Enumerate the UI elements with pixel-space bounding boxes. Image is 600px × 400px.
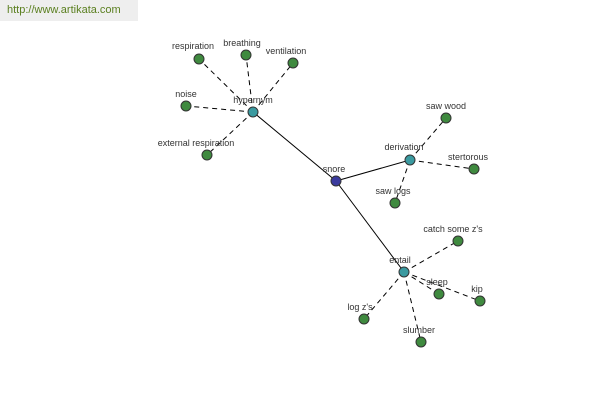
term-breathing-node[interactable] (240, 49, 252, 61)
center-snore-label[interactable]: snore (323, 164, 346, 174)
term-log-zs-node[interactable] (358, 313, 370, 325)
term-saw-logs-label[interactable]: saw logs (375, 186, 411, 196)
edge-hypernym-ventilation (252, 62, 294, 113)
term-respiration-node[interactable] (193, 53, 205, 65)
edge-derivation-stertorous (409, 159, 475, 170)
term-saw-wood-node[interactable] (440, 112, 452, 124)
relation-derivation-label[interactable]: derivation (384, 142, 423, 152)
edge-snore-entail (335, 180, 405, 273)
edge-derivation-saw-wood (409, 117, 447, 161)
term-sleep-node[interactable] (433, 288, 445, 300)
edge-derivation-saw-logs (394, 159, 411, 204)
edge-entail-slumber (403, 271, 422, 343)
term-kip-label[interactable]: kip (471, 284, 483, 294)
edge-hypernym-external-respiration (206, 111, 254, 156)
term-noise-label[interactable]: noise (175, 89, 197, 99)
relation-entail-label[interactable]: entail (389, 255, 411, 265)
term-slumber-node[interactable] (415, 336, 427, 348)
term-ventilation-node[interactable] (287, 57, 299, 69)
term-log-zs-label[interactable]: log z's (347, 302, 373, 312)
term-ventilation-label[interactable]: ventilation (266, 46, 307, 56)
term-noise-node[interactable] (180, 100, 192, 112)
graph-nodes (180, 49, 486, 348)
term-external-respiration-label[interactable]: external respiration (158, 138, 235, 148)
term-sleep-label[interactable]: sleep (426, 277, 448, 287)
relation-hypernym-label[interactable]: hypernym (233, 95, 273, 105)
term-kip-node[interactable] (474, 295, 486, 307)
relation-hypernym-node[interactable] (247, 106, 259, 118)
edge-hypernym-respiration (198, 58, 254, 113)
graph-edges (185, 54, 481, 343)
edge-snore-derivation (335, 159, 411, 182)
edge-entail-log-zs (363, 271, 405, 320)
term-saw-logs-node[interactable] (389, 197, 401, 209)
term-slumber-label[interactable]: slumber (403, 325, 435, 335)
term-breathing-label[interactable]: breathing (223, 38, 261, 48)
edge-entail-kip (403, 271, 481, 302)
edge-snore-hypernym (252, 111, 337, 182)
term-catch-some-zs-label[interactable]: catch some z's (423, 224, 483, 234)
center-snore-node[interactable] (330, 175, 342, 187)
site-url-link[interactable]: http://www.artikata.com (7, 4, 121, 16)
relation-entail-node[interactable] (398, 266, 410, 278)
term-catch-some-zs-node[interactable] (452, 235, 464, 247)
edge-entail-catch-some-zs (403, 240, 459, 273)
term-stertorous-node[interactable] (468, 163, 480, 175)
edge-hypernym-noise (185, 105, 254, 113)
site-banner: http://www.artikata.com (0, 0, 138, 21)
term-respiration-label[interactable]: respiration (172, 41, 214, 51)
graph-labels: respiration breathing ventilation noise exte… (158, 38, 489, 335)
term-stertorous-label[interactable]: stertorous (448, 152, 489, 162)
term-external-respiration-node[interactable] (201, 149, 213, 161)
edge-hypernym-breathing (245, 54, 254, 113)
term-saw-wood-label[interactable]: saw wood (426, 101, 466, 111)
edge-entail-sleep (403, 271, 440, 295)
relation-derivation-node[interactable] (404, 154, 416, 166)
